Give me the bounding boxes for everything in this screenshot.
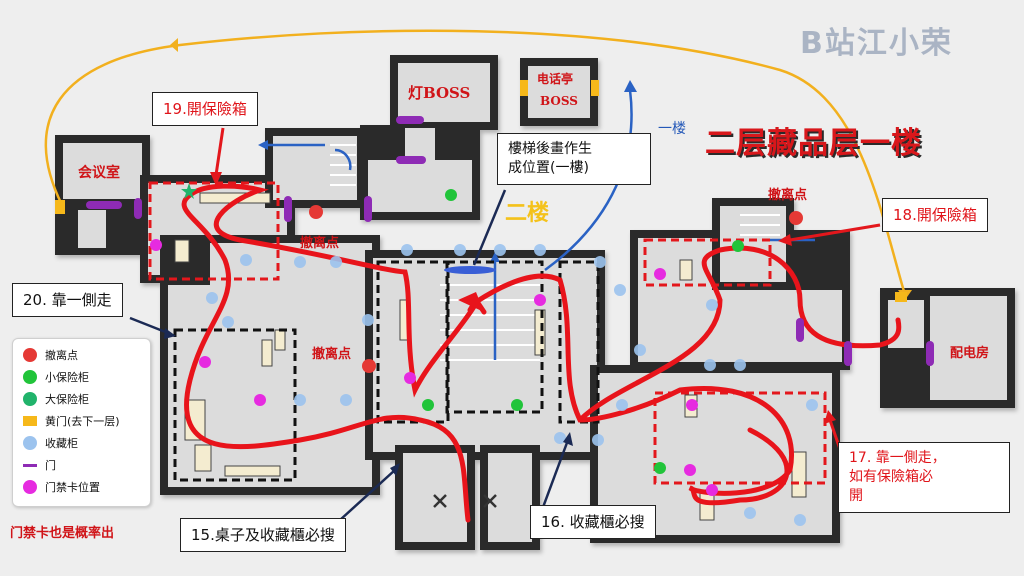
blue-arrows xyxy=(265,89,815,360)
callout-17-line2: 如有保險箱必 xyxy=(849,468,933,485)
legend-item: 收藏柜 xyxy=(23,435,78,451)
red-dot-icon xyxy=(23,348,37,362)
dark-callout-arrows xyxy=(129,189,570,521)
purple-bar-icon xyxy=(23,463,37,467)
yellow-door-markers xyxy=(55,80,907,302)
callout-17: 17. 靠一側走， 如有保險箱必 開 xyxy=(838,442,1010,513)
first-floor-label: 一楼 xyxy=(658,121,686,137)
green-dot-icon xyxy=(23,370,37,384)
legend-label: 大保险柜 xyxy=(45,393,89,406)
yellow-door-icon xyxy=(23,416,37,426)
keycard-locations xyxy=(150,239,718,496)
watermark: B站江小荣 xyxy=(800,26,953,61)
callout-20: 20. 靠一側走 xyxy=(12,283,123,318)
callout-19: 19.開保險箱 xyxy=(152,92,258,127)
meeting-room-label: 会议室 xyxy=(78,165,120,181)
large-safe-star xyxy=(181,183,197,199)
callout-16: 16. 收藏櫃必搜 xyxy=(530,505,656,540)
yellow-loop-path xyxy=(44,29,907,296)
callout-stairs-line1: 樓梯後畫作生 xyxy=(508,141,592,157)
legend-item: 大保险柜 xyxy=(23,391,89,407)
legend-label: 撤离点 xyxy=(45,349,78,362)
callout-stairs-line2: 成位置(一樓) xyxy=(508,159,589,176)
evac-points xyxy=(309,205,803,373)
legend-item: 门禁卡位置 xyxy=(23,479,100,495)
legend-label: 小保险柜 xyxy=(45,371,89,384)
callout-17-line1: 17. 靠一側走， xyxy=(849,450,946,466)
floor-label: 二楼 xyxy=(505,201,550,226)
legend-item: 撤离点 xyxy=(23,347,78,363)
blue-dot-icon xyxy=(23,436,37,450)
map-legend: 撤离点 小保险柜 大保险柜 黄门(去下一层) 收藏柜 门 门禁卡位置 xyxy=(12,338,151,507)
legend-label: 门禁卡位置 xyxy=(45,481,100,494)
furniture xyxy=(174,192,807,521)
callout-17-line3: 開 xyxy=(849,487,863,504)
door-markers xyxy=(86,116,934,366)
evac-label: 撤离点 xyxy=(768,188,808,203)
power-room-label: 配电房 xyxy=(950,346,990,361)
callout-stairs-painting: 樓梯後畫作生 成位置(一樓) xyxy=(497,133,651,185)
evac-label: 撤离点 xyxy=(300,236,340,251)
evac-label: 撤离点 xyxy=(312,347,352,362)
legend-item: 门 xyxy=(23,457,56,473)
map-title: 二层藏品层一楼 xyxy=(705,126,922,161)
stair-treads xyxy=(330,144,780,361)
magenta-dot-icon xyxy=(23,480,37,494)
painting-spawn-marker xyxy=(444,266,496,274)
legend-label: 收藏柜 xyxy=(45,437,78,450)
phone-booth-label: 电话亭 xyxy=(537,72,574,86)
legend-label: 黄门(去下一层) xyxy=(45,415,120,428)
phone-booth-boss-label: BOSS xyxy=(540,94,578,108)
small-safes xyxy=(422,189,744,474)
keycard-note: 门禁卡也是概率出 xyxy=(10,526,115,541)
legend-label: 门 xyxy=(45,459,56,472)
legend-item: 小保险柜 xyxy=(23,369,89,385)
callout-15: 15.桌子及收藏櫃必搜 xyxy=(180,518,346,553)
collection-cabinets xyxy=(206,244,818,526)
callout-18: 18.開保險箱 xyxy=(882,198,988,233)
green-star-icon xyxy=(23,392,37,406)
lamp-boss-label: 灯BOSS xyxy=(408,84,471,102)
legend-item: 黄门(去下一层) xyxy=(23,413,120,429)
x-marks xyxy=(433,494,497,508)
